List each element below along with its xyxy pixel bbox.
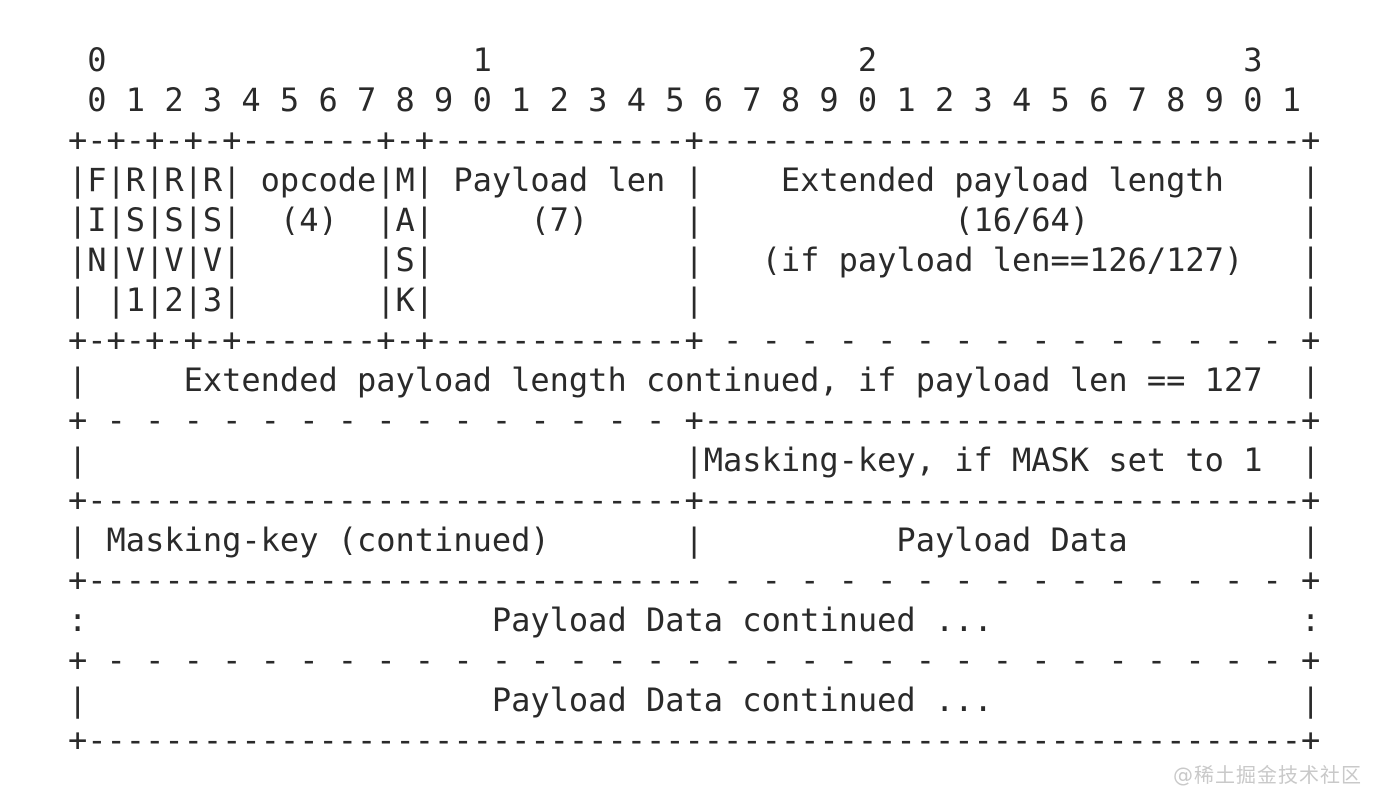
diagram-line-maskkey-payloaddata-row: | Masking-key (continued) | Payload Data… xyxy=(68,521,1321,559)
diagram-line-payload-continued-colon: : Payload Data continued ... : xyxy=(68,601,1321,639)
diagram-line-extended-payload-continued: | Extended payload length continued, if … xyxy=(68,361,1321,399)
diagram-line-fin-opcode-row: |F|R|R|R| opcode|M| Payload len | Extend… xyxy=(68,161,1321,199)
diagram-line-bit-tens-header: 0 1 2 3 xyxy=(68,41,1263,79)
websocket-frame-ascii-diagram: 0 1 2 3 0 1 2 3 4 5 6 7 8 9 0 1 2 3 4 5 … xyxy=(68,40,1320,760)
diagram-line-payload-continued-pipe: | Payload Data continued ... | xyxy=(68,681,1321,719)
diagram-line-bit-units-header: 0 1 2 3 4 5 6 7 8 9 0 1 2 3 4 5 6 7 8 9 … xyxy=(68,81,1301,119)
diagram-line-rsv-numbers-row: | |1|2|3| |K| | | xyxy=(68,281,1321,319)
diagram-line-border-solid: +-------------------------------+-------… xyxy=(68,481,1321,519)
diagram-line-border-bottom: +---------------------------------------… xyxy=(68,721,1321,759)
diagram-line-border-mixed-1: +-+-+-+-+-------+-+-------------+ - - - … xyxy=(68,321,1321,359)
juejin-watermark: @稀土掘金技术社区 xyxy=(1173,763,1362,787)
diagram-line-border-top: +-+-+-+-+-------+-+-------------+-------… xyxy=(68,121,1321,159)
diagram-line-mask-condition-row: |N|V|V|V| |S| | (if payload len==126/127… xyxy=(68,241,1321,279)
diagram-line-border-mixed-2: + - - - - - - - - - - - - - - - +-------… xyxy=(68,401,1321,439)
diagram-line-masking-key-row: | |Masking-key, if MASK set to 1 | xyxy=(68,441,1321,479)
diagram-line-border-dashed: + - - - - - - - - - - - - - - - - - - - … xyxy=(68,641,1321,679)
diagram-line-border-mixed-3: +-------------------------------- - - - … xyxy=(68,561,1321,599)
diagram-line-rsv-payloadlen-row: |I|S|S|S| (4) |A| (7) | (16/64) | xyxy=(68,201,1321,239)
